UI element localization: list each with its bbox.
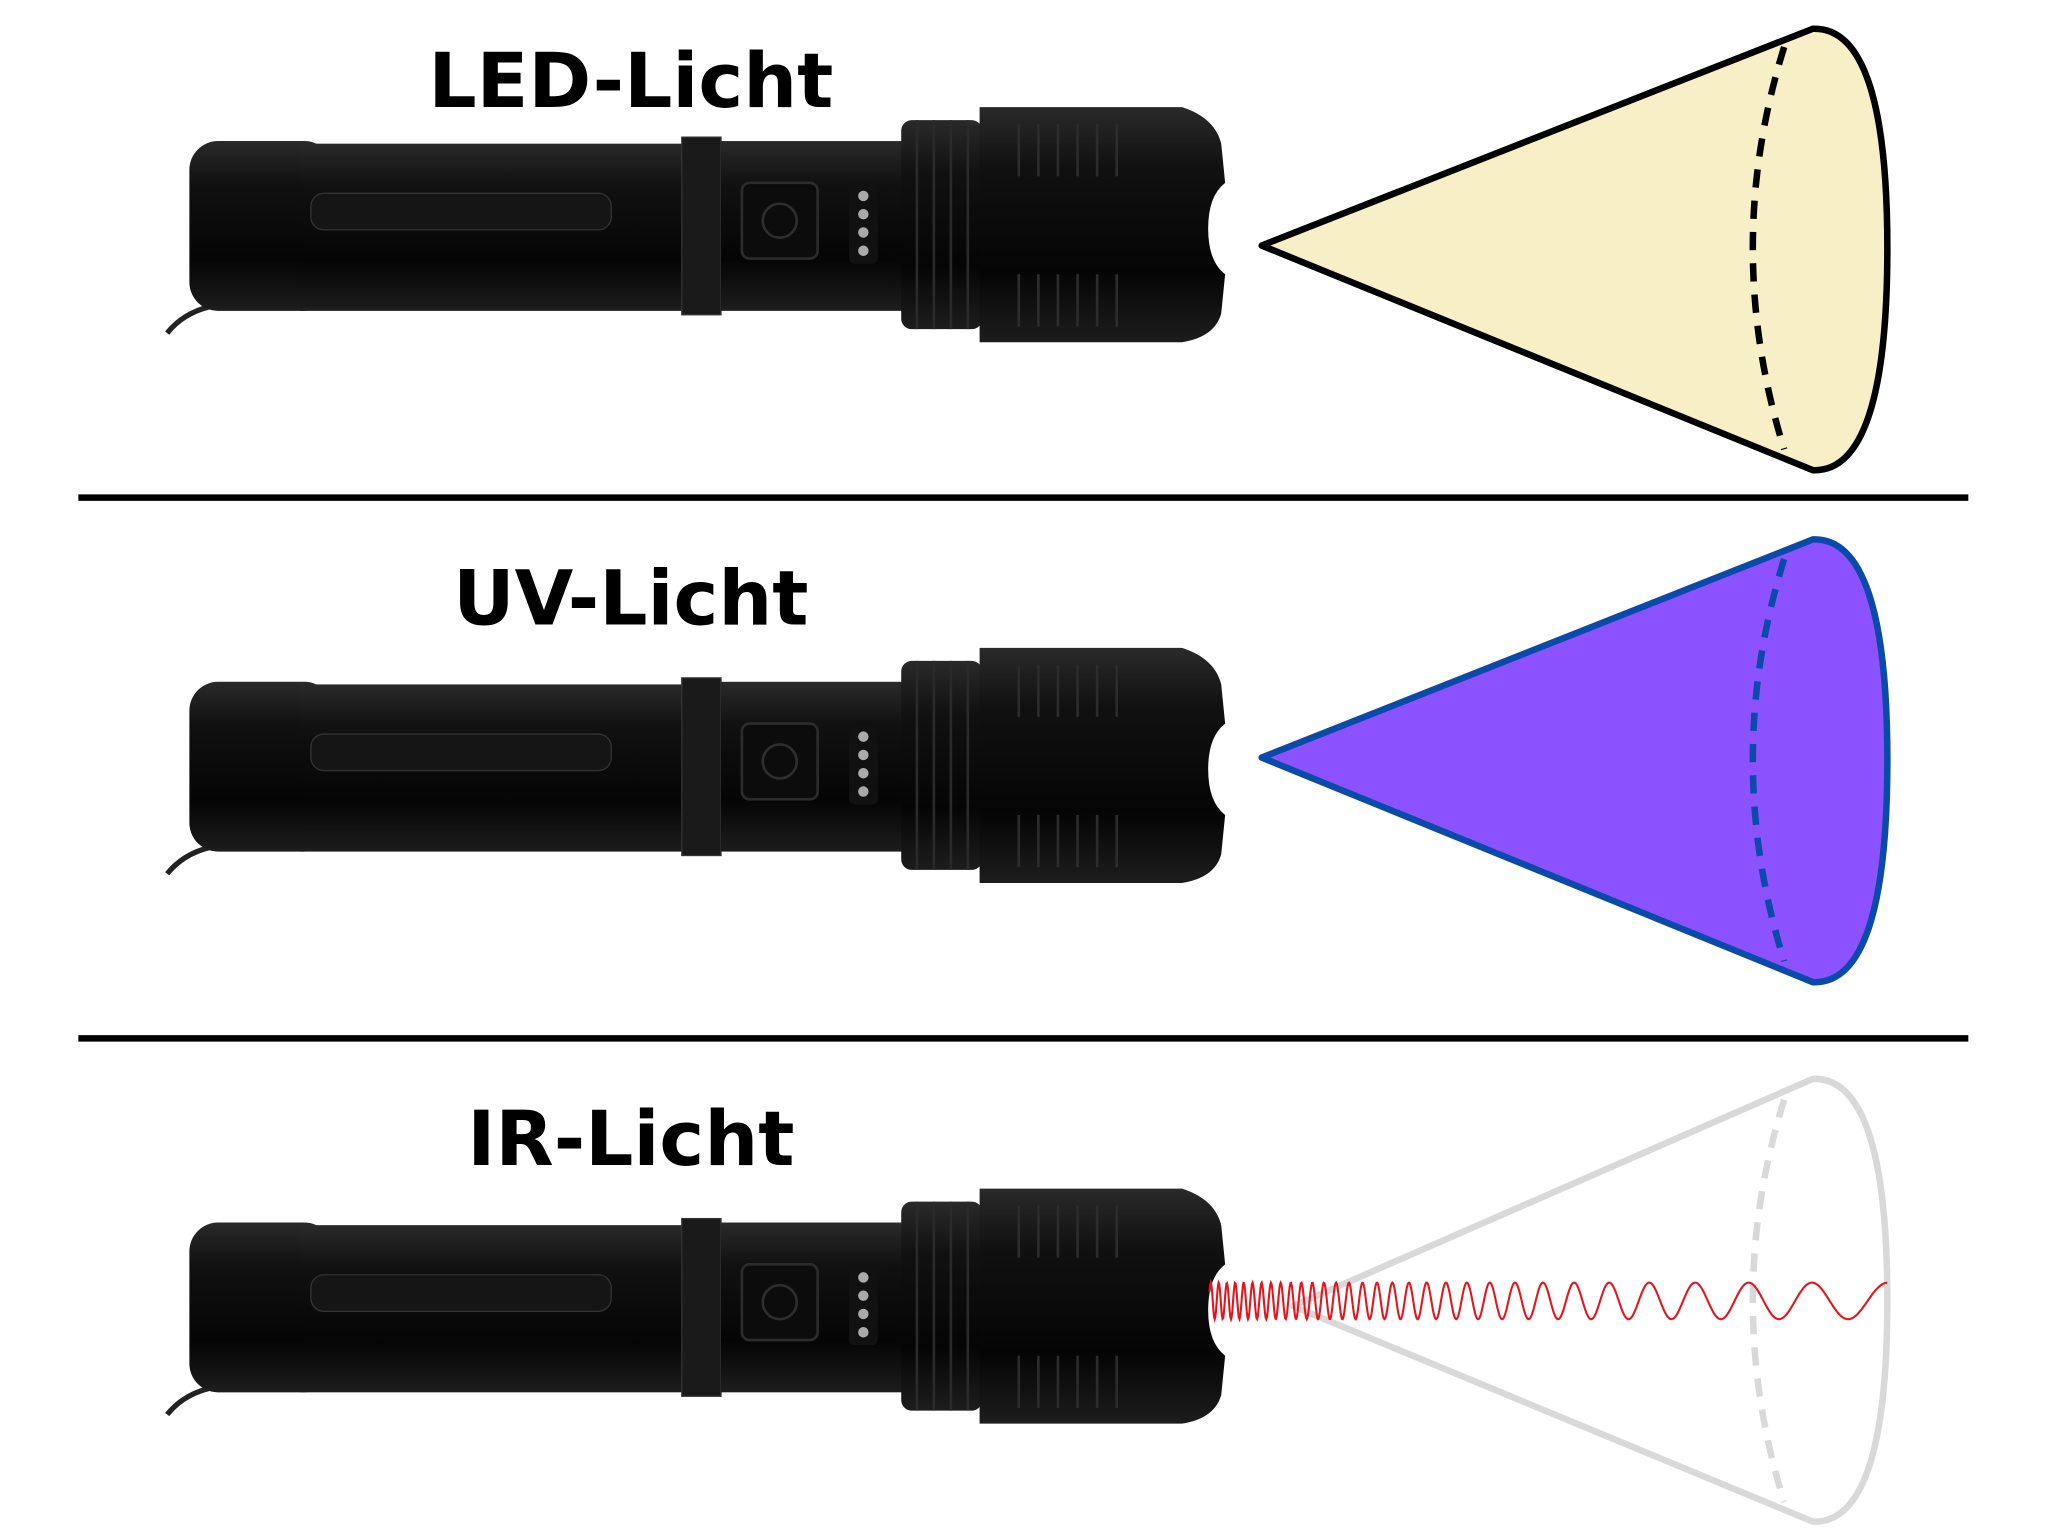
infrared-wave-icon <box>1208 1278 1888 1324</box>
panel-ir: IR-Licht <box>167 1075 1891 1525</box>
flashlight-icon <box>167 107 1225 342</box>
panel-title: UV-Licht <box>453 554 808 642</box>
flashlight-icon <box>167 648 1225 883</box>
light-cone-icon <box>1258 536 1891 986</box>
flashlight-icon <box>167 1189 1225 1424</box>
panel-uv: UV-Licht <box>167 536 1891 986</box>
cone-back-edge <box>1749 46 1788 451</box>
panel-title: IR-Licht <box>467 1095 794 1183</box>
panel-title: LED-Licht <box>428 37 833 125</box>
cone-back-edge <box>1749 1098 1788 1504</box>
light-cone-icon <box>1258 25 1891 474</box>
cone-back-edge <box>1749 558 1788 963</box>
light-cone-icon <box>1289 1075 1891 1525</box>
panel-led: LED-Licht <box>167 25 1891 474</box>
